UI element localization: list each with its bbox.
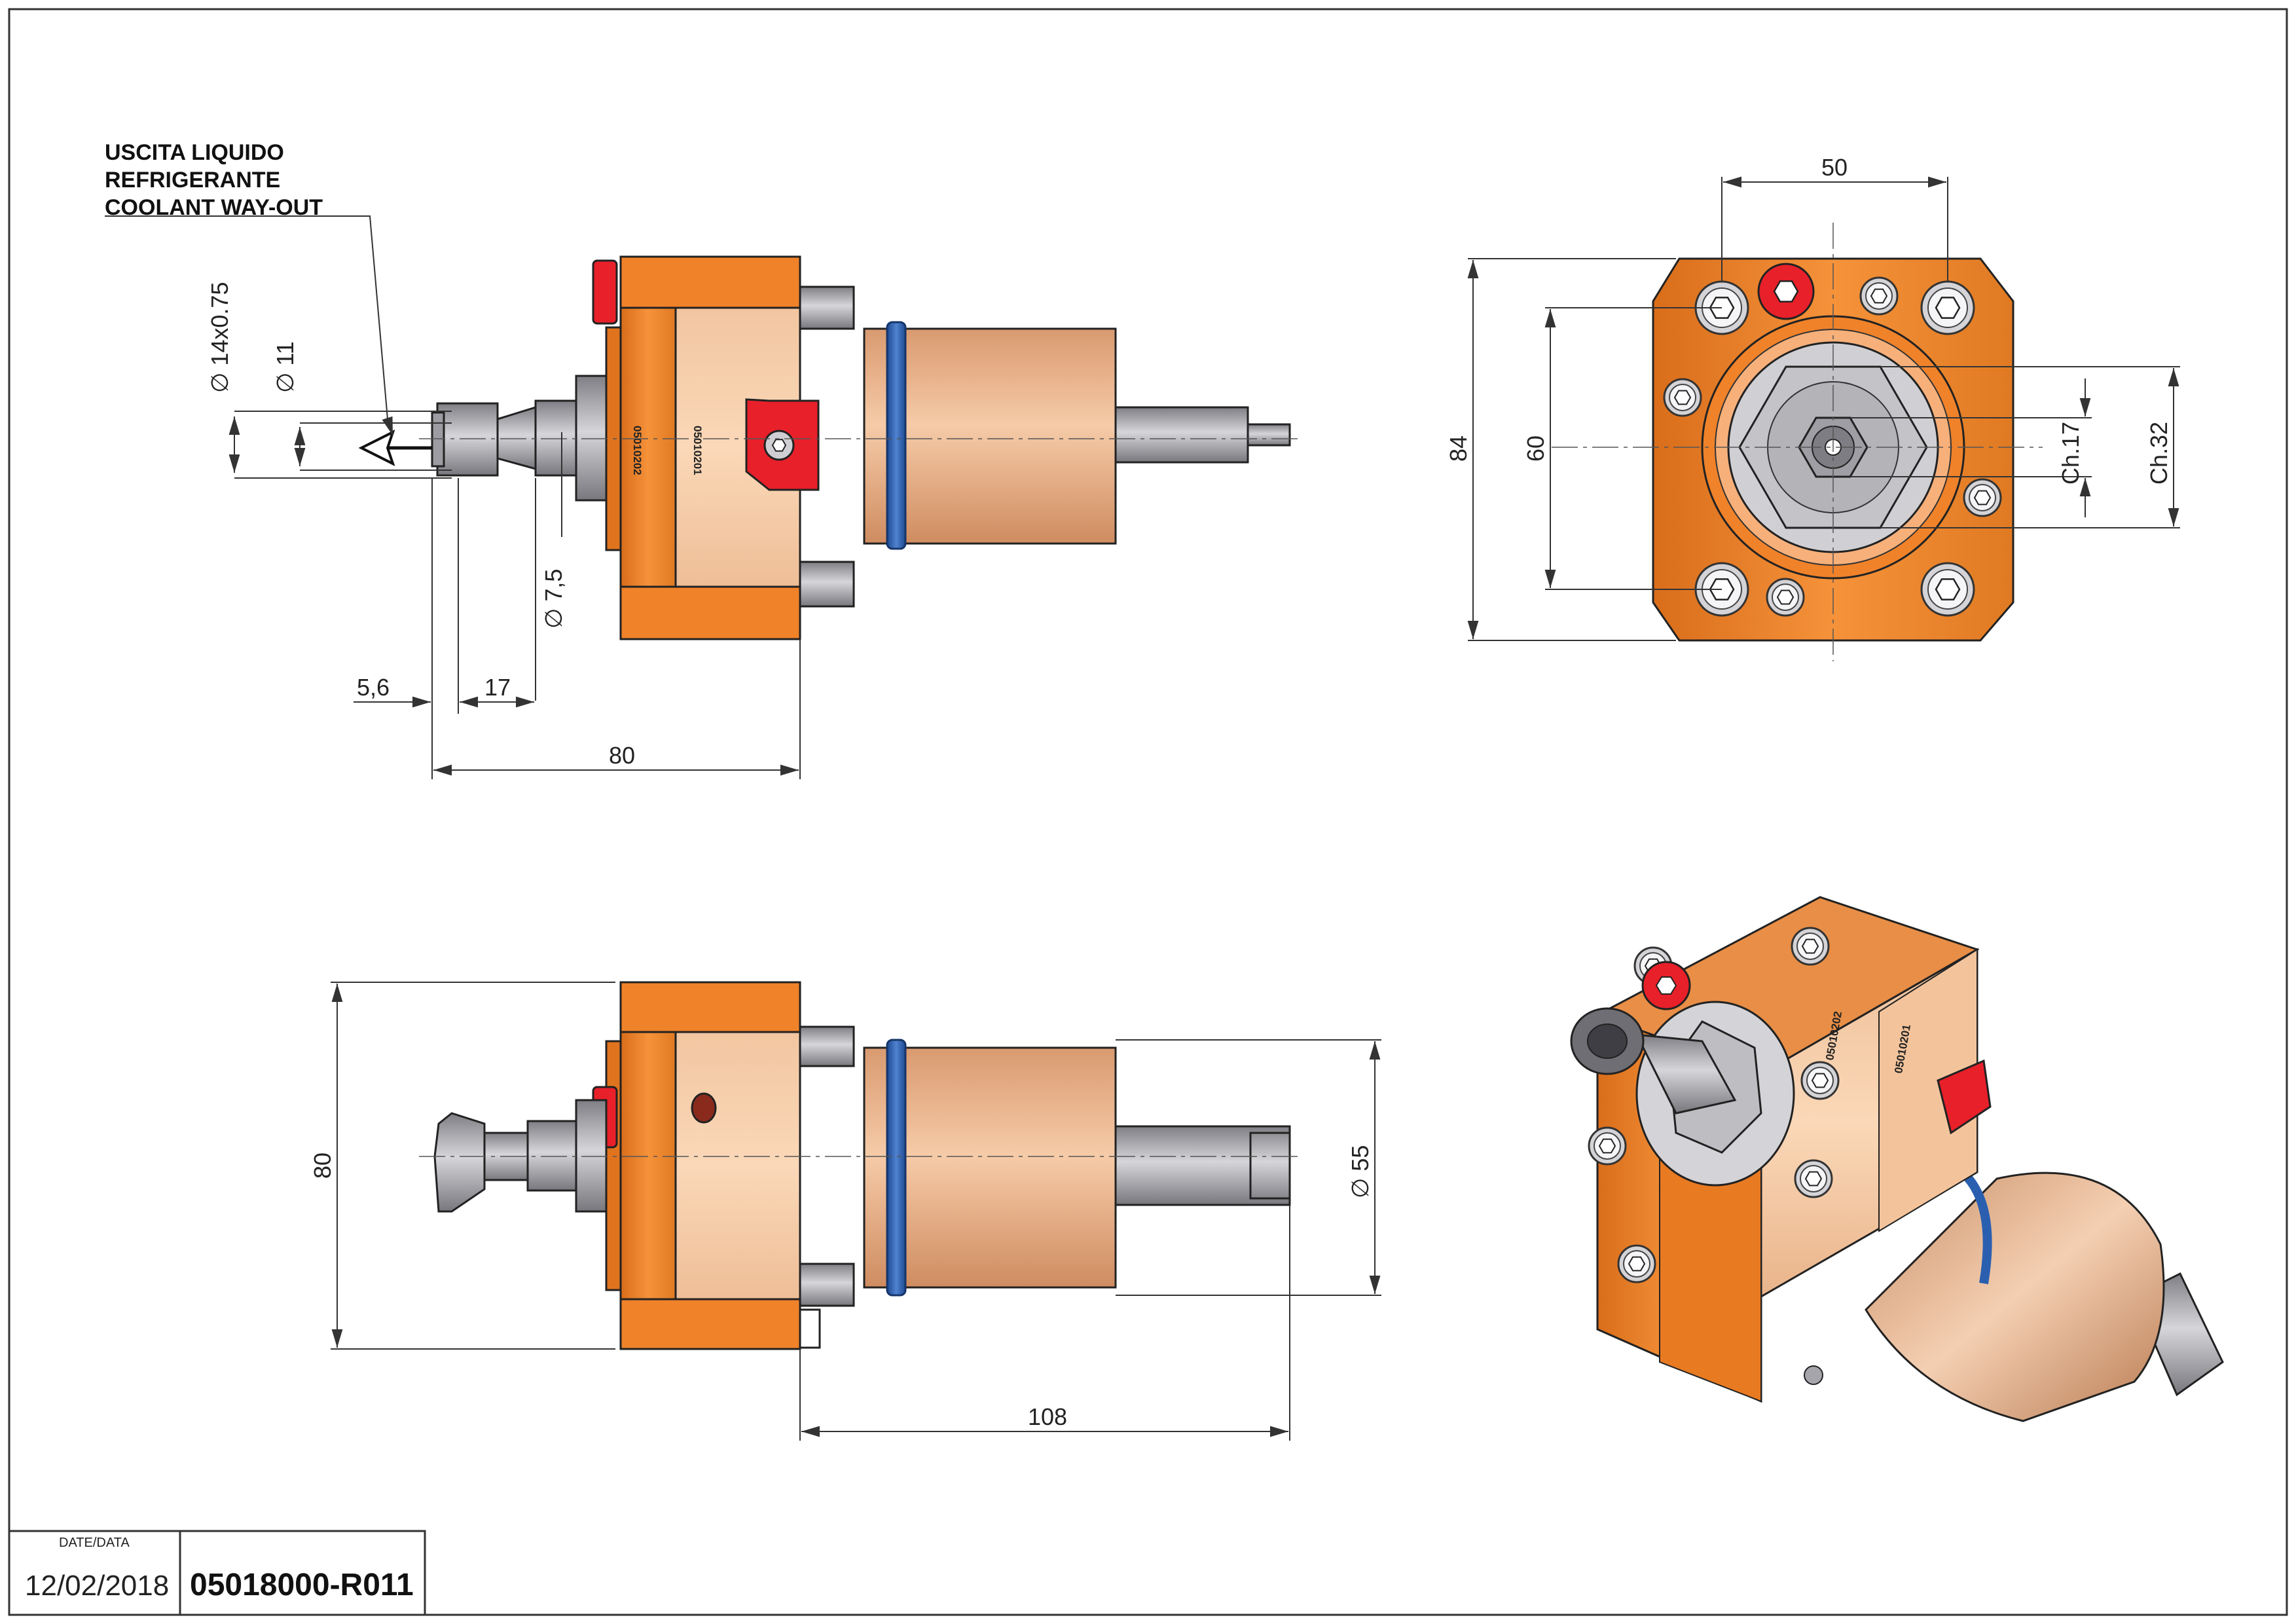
- coolant-port: [691, 1092, 717, 1124]
- hex-socket-screw-icon: [1617, 1244, 1656, 1283]
- coolant-note-line3: COOLANT WAY-OUT: [105, 195, 323, 220]
- dim-front-pitch: 60: [1522, 435, 1549, 462]
- hex-socket-screw-icon: [1588, 1126, 1627, 1166]
- drawing-code: 05018000-R011: [190, 1568, 414, 1602]
- dim-front-height: 84: [1445, 435, 1472, 462]
- bolt-top: [799, 286, 855, 330]
- dim-bottom-height: 80: [309, 1153, 336, 1179]
- flange-bottom-band: [619, 585, 801, 640]
- shank-bottom: [1112, 1125, 1291, 1206]
- hex-socket-screw-icon: [1791, 927, 1830, 966]
- spindle-nut: [575, 375, 608, 502]
- dim-front-width: 50: [1821, 154, 1848, 181]
- shank-tang: [1247, 423, 1291, 447]
- seal-ring: [886, 321, 907, 550]
- dim-shank-length: 108: [1028, 1403, 1067, 1430]
- bottom-view: 80 ∅ 55 108: [309, 981, 1381, 1441]
- drawing-date: 12/02/2018: [25, 1570, 169, 1602]
- hex-socket-screw-icon: [1963, 478, 2002, 517]
- collet-tip: [431, 411, 445, 468]
- hex-socket-screw-icon: [1920, 562, 1975, 617]
- dim-thread: ∅ 14x0.75: [206, 282, 233, 393]
- dim-nose: 17: [484, 674, 511, 701]
- coolant-note-line1: USCITA LIQUIDO: [105, 140, 284, 165]
- shank: [1112, 406, 1249, 464]
- hex-socket-screw-icon: [1800, 1061, 1840, 1100]
- dim-bore: ∅ 11: [272, 341, 299, 393]
- flange-top-band: [619, 255, 801, 309]
- collet-taper: [496, 405, 537, 470]
- hex-socket-screw-icon: [1859, 276, 1899, 316]
- red-plug: [592, 259, 618, 325]
- main-block-flange: [619, 255, 677, 640]
- seal-ring-bottom: [886, 1039, 907, 1297]
- hex-socket-screw-icon: [1766, 578, 1805, 617]
- hex-socket-screw-icon: [1794, 1159, 1833, 1198]
- dim-hex-small: Ch.17: [2057, 422, 2084, 485]
- dim-offset: 5,6: [357, 674, 390, 701]
- hex-socket-screw-icon: [1920, 280, 1975, 335]
- side-view: 05010202 05010201 USCITA LIQUIDO REFRIGE…: [105, 140, 1303, 779]
- front-view: 50 84 60 Ch.17 Ch.32: [1445, 154, 2180, 661]
- coolant-note-line2: REFRIGERANTE: [105, 168, 280, 193]
- dim-hex-large: Ch.32: [2145, 422, 2172, 485]
- dim-shank-dia: ∅ 55: [1347, 1145, 1374, 1198]
- collet-nut-hex: [433, 1112, 486, 1213]
- coolant-arrow-icon: [358, 430, 432, 466]
- spindle-collar: [534, 399, 577, 477]
- title-block: DATE/DATA 12/02/2018 05018000-R011: [8, 1530, 426, 1616]
- date-label: DATE/DATA: [59, 1536, 130, 1550]
- dim-length: 80: [609, 742, 635, 769]
- hex-socket-screw-icon: [1663, 378, 1702, 417]
- collet-nut: [436, 402, 499, 477]
- engraving-a: 05010202: [631, 426, 644, 475]
- bolt-bottom: [799, 561, 855, 608]
- isometric-view: 05010202 05010201: [1570, 896, 2224, 1422]
- sheet-border: [8, 8, 2288, 1616]
- engraving-b: 05010201: [691, 426, 704, 475]
- dim-collet: ∅ 7,5: [540, 569, 567, 629]
